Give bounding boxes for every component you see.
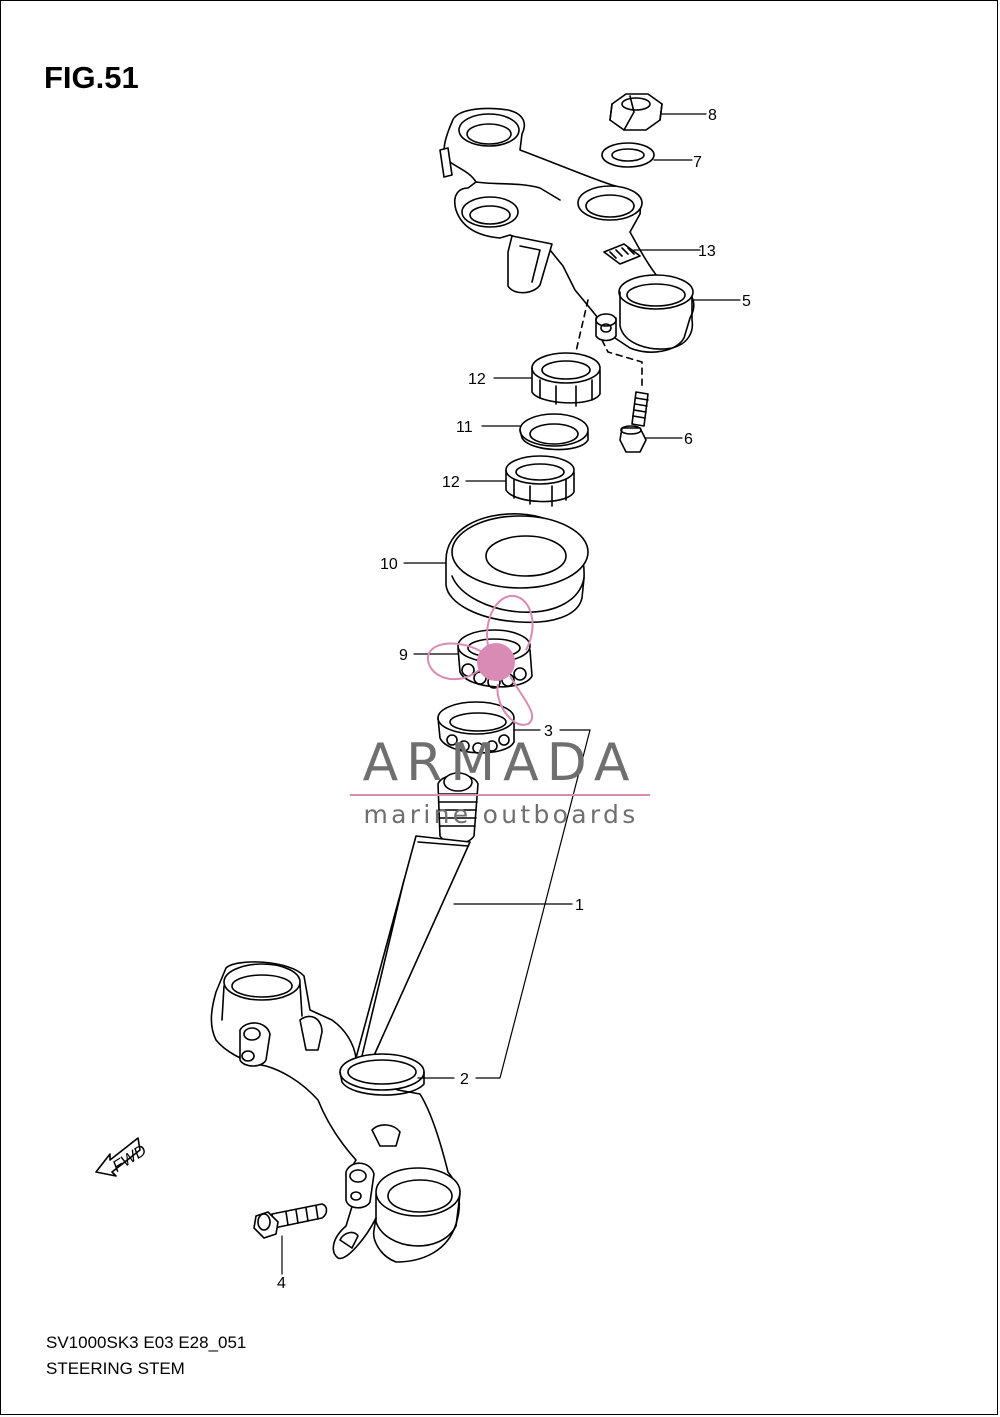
callout-12-upper: 12 [468, 371, 486, 388]
callout-4: 4 [277, 1275, 286, 1292]
callout-1: 1 [575, 897, 584, 914]
callout-6: 6 [684, 431, 693, 448]
callout-5: 5 [742, 293, 751, 310]
watermark-propeller-icon [426, 594, 534, 726]
bracket-bolt-part [253, 1203, 328, 1239]
leader-lines [281, 113, 741, 1275]
callout-8: 8 [708, 107, 717, 124]
alignment-lines [573, 299, 643, 391]
callout-2: 2 [460, 1071, 469, 1088]
pinch-bolt-part [619, 391, 649, 453]
callout-13: 13 [698, 243, 716, 260]
figure-title: FIG.51 [44, 60, 139, 95]
callout-11: 11 [456, 419, 473, 436]
stem-nut-part [609, 93, 663, 131]
callout-12-lower: 12 [442, 474, 460, 491]
assembly-name: STEERING STEM [46, 1359, 185, 1378]
upper-bracket-part [439, 107, 695, 353]
lock-nut-lower-part [505, 455, 575, 507]
watermark-brand-text: ARMADA [362, 733, 638, 793]
steering-stem-part [210, 772, 479, 1263]
watermark-tagline: marine outboards [363, 800, 639, 829]
lower-bearing-part [437, 701, 515, 754]
lock-nut-upper-part [531, 352, 601, 407]
callout-3: 3 [544, 723, 553, 740]
callout-7: 7 [693, 154, 702, 171]
lock-washer-part [519, 413, 589, 451]
callout-10: 10 [380, 556, 398, 573]
dust-seal-part [445, 513, 589, 624]
callout-9: 9 [399, 647, 408, 664]
model-code: SV1000SK3 E03 E28_051 [46, 1333, 247, 1352]
fwd-direction-icon [95, 1137, 141, 1177]
watermark-divider [350, 794, 650, 796]
washer-part [601, 142, 655, 168]
